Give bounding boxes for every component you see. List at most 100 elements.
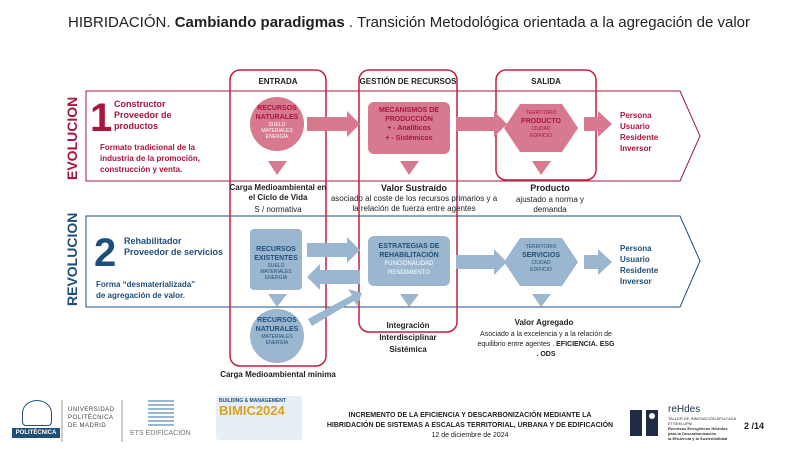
row2-input2-text: RECURSOS NATURALES MATERIALES ENERGÍA — [250, 316, 304, 346]
row1-actor-residente: Residente — [620, 133, 659, 142]
row2-arrow-process-output — [456, 249, 507, 275]
row1-input-sub-energia: ENERGÍA — [265, 134, 289, 140]
row2-input-note: Carga Medioambiental mínima — [220, 370, 336, 379]
column-header-entrada: ENTRADA — [258, 77, 298, 86]
row1-description: Formato tradicional de la industria de l… — [100, 143, 201, 174]
side-label-revolution: REVOLUCION — [64, 212, 80, 306]
row1-process-box — [368, 102, 450, 154]
row2-arrow-output-actors — [584, 249, 612, 275]
gestion-column-frame — [358, 69, 458, 333]
row1-output-note-sub: ajustado a norma y demanda — [515, 195, 585, 214]
row1-input-sub-suelo: SUELO — [268, 122, 286, 128]
upm-crest-icon — [22, 400, 52, 426]
row2-output-title: SERVICIOS — [522, 252, 560, 259]
row2-process-title: ESTRATEGIAS DE REHABILITACIÓN — [378, 243, 440, 259]
row1-number: 1 — [90, 96, 113, 140]
rehdes-sub-3: Recursos Energéticos Híbridos — [668, 426, 728, 431]
upm-name: UNIVERSIDAD POLITÉCNICA DE MADRID — [68, 406, 115, 430]
row2-arrow-natural-process — [308, 289, 362, 326]
rehdes-sub-4: para la Descarbonización — [668, 431, 717, 436]
row1-process-note-sub: asociado al coste de los recursos primar… — [330, 194, 498, 213]
row1-role: Constructor Proveedor de productos — [114, 99, 214, 132]
row2-input2-sub-materiales: MATERIALES — [261, 334, 293, 340]
page-title: HIBRIDACIÓN. Cambiando paradigmas . Tran… — [68, 14, 750, 31]
rehdes-subtitle: TALLER DE INNOVACIÓN APLICADA ETSEM-UPM … — [668, 416, 740, 441]
row2-process-box — [368, 236, 450, 286]
row2-output-top: TERRITORIO — [525, 244, 557, 250]
row2-output-note: Valor Agregado — [514, 318, 574, 327]
bimic-top-text: BUILDING & MANAGEMENT — [219, 398, 286, 404]
row2-output-note-sub: Asociado a la excelencia y a la relación… — [476, 330, 616, 360]
row2-input1-sub-energia: ENERGÍA — [264, 275, 288, 281]
row1-output-top: TERRITORIO — [525, 110, 557, 116]
ets-name: ETS EDIFICACIÓN — [130, 430, 191, 437]
ets-logo-icon — [148, 400, 174, 426]
footer-center-text: INCREMENTO DE LA EFICIENCIA Y DESCARBONI… — [320, 411, 620, 441]
row2-description-line-2: de agregación de valor. — [96, 291, 185, 300]
row2-down-arrow-process — [400, 294, 419, 307]
row1-output-text: TERRITORIO PRODUCTO CIUDAD EDIFICIO — [504, 110, 578, 140]
upm-line-2: POLITÉCNICA — [68, 415, 114, 421]
row1-input-circle — [250, 97, 304, 151]
title-prefix: HIBRIDACIÓN. — [68, 14, 171, 31]
row1-process-note: Valor Sustraído — [380, 183, 448, 193]
row1-input-title: RECURSOS NATURALES — [255, 105, 299, 121]
footer-date: 12 de diciembre de 2024 — [431, 432, 509, 439]
footer-line-2: HIBRIDACIÓN DE SISTEMAS A ESCALAS TERRIT… — [326, 422, 614, 429]
row1-role-title: Constructor — [114, 99, 166, 109]
row1-down-arrow-input — [268, 161, 287, 175]
row2-output-text: TERRITORIO SERVICIOS CIUDAD EDIFICIO — [504, 244, 578, 274]
row1-input-note-sub: S / normativa — [254, 205, 302, 214]
rehdes-sub-5: la Eficiencia y la Sostenibilidad — [668, 436, 728, 441]
rehdes-name: reHdes — [668, 404, 701, 415]
column-header-gestion: GESTIÓN DE RECURSOS — [359, 77, 457, 86]
row2-output-note-text: Asociado a la excelencia y a la relación… — [477, 331, 612, 348]
upm-line-3: DE MADRID — [68, 423, 107, 429]
row2-arrow-process-input — [307, 264, 360, 290]
row2-number: 2 — [94, 231, 117, 275]
row2-output-hexagon — [504, 238, 578, 286]
row2-actor-persona: Persona — [620, 244, 652, 253]
row1-actors: Persona Usuario Residente Inversor — [620, 110, 658, 154]
row1-input-text: RECURSOS NATURALES SUELO MATERIALES ENER… — [250, 104, 304, 140]
row2-down-arrow-input — [268, 294, 287, 307]
row2-role: Rehabilitador Proveedor de servicios — [124, 236, 224, 258]
row2-input1-sub-materiales: MATERIALES — [260, 269, 292, 275]
rehdes-sub-1: TALLER DE INNOVACIÓN APLICADA — [668, 416, 737, 421]
row1-process-line-2: + - Sistémicos — [385, 135, 433, 142]
row2-input1-sub-suelo: SUELO — [267, 263, 285, 269]
row1-output-sub-ciudad: CIUDAD — [531, 126, 551, 132]
row2-role-title: Rehabilitador — [124, 236, 182, 246]
row1-output-sub-edificio: EDIFICIO — [530, 133, 552, 139]
row2-description-line-1: Forma “desmaterializada” — [96, 280, 196, 289]
row2-process-line-2: RENDIMIENTO — [388, 270, 430, 276]
row1-output-note: Producto — [530, 183, 570, 193]
row2-actor-usuario: Usuario — [620, 255, 650, 264]
row2-input1-box — [250, 229, 302, 290]
row2-input2-circle — [250, 309, 304, 363]
row2-arrow-input-process — [307, 237, 360, 263]
row2-description: Forma “desmaterializada” de agregación d… — [96, 279, 224, 301]
rehdes-sub-2: ETSEM-UPM — [668, 421, 692, 426]
row1-role-sub: Proveedor de productos — [114, 110, 172, 131]
row2-process-line-1: FUNCIONALIDAD — [384, 261, 434, 267]
row2-actor-inversor: Inversor — [620, 277, 652, 286]
row1-down-arrow-output — [532, 161, 551, 175]
title-bold: Cambiando paradigmas — [174, 14, 345, 31]
row2-input2-sub-energia: ENERGÍA — [265, 340, 289, 346]
row2-process-note: Integración Interdisciplinar Sistémica — [379, 321, 437, 354]
row1-arrow-input-process — [307, 111, 360, 137]
page-number: 2 /14 — [744, 421, 765, 431]
row1-process-text: MECANISMOS DE PRODUCCIÓN + - Analíticos … — [368, 106, 450, 144]
bimic-title: BIMIC2024 — [219, 403, 285, 418]
row1-output-title: PRODUCTO — [521, 118, 561, 125]
row2-output-note-bold: EFICIENCIA. ESG . ODS — [536, 341, 615, 358]
row1-input-sub-materiales: MATERIALES — [261, 128, 293, 134]
row2-actors: Persona Usuario Residente Inversor — [620, 243, 658, 287]
row2-output-sub-edificio: EDIFICIO — [530, 267, 552, 273]
row2-output-sub-ciudad: CIUDAD — [531, 260, 551, 266]
row1-actor-persona: Persona — [620, 111, 652, 120]
row2-input2-title: RECURSOS NATURALES — [255, 317, 299, 333]
row2-process-text: ESTRATEGIAS DE REHABILITACIÓN FUNCIONALI… — [368, 242, 450, 278]
